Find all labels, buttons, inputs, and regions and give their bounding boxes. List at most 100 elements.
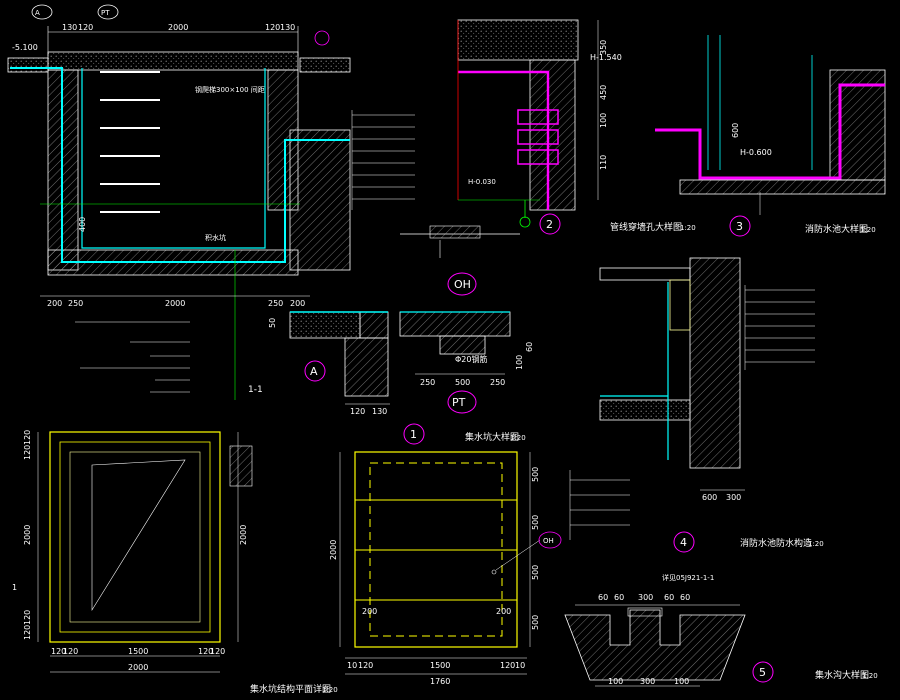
a-dim-130: 130 [372, 407, 387, 416]
d5-title: 集水沟大样图 [815, 669, 869, 681]
pl-dim-l2: 120 [23, 445, 32, 460]
pm-dim-in1: 200 [362, 607, 377, 616]
d5-dim-3: 300 [638, 593, 653, 602]
detail-5: 60 60 300 60 60 详见05J921-1-1 100 300 100… [564, 573, 878, 687]
dim-bottom-1: 200 [47, 299, 62, 308]
pl-scale: 1:20 [322, 686, 338, 694]
pl-dim-l5: 120 [23, 625, 32, 640]
pl-mark: 1 [12, 583, 17, 592]
d5-number: 5 [759, 666, 766, 679]
d5-dim-5: 60 [680, 593, 690, 602]
d5-dim-b1: 100 [608, 677, 623, 686]
section-1-1: 130 120 2000 120 130 -5.100 钢爬梯300×100 间… [7, 4, 415, 400]
pm-dim-b2: 120 [358, 661, 373, 670]
d5-dim-2: 60 [614, 593, 624, 602]
d5-dim-4: 60 [664, 593, 674, 602]
callout-a-tag: A [35, 9, 40, 17]
d2-dim-350: 350 [599, 40, 608, 55]
pt-dim-2: 500 [455, 378, 470, 387]
plan-left: 120 120 2000 120 120 2000 120 120 1500 1… [12, 430, 338, 695]
d2-scale: 1:20 [680, 224, 696, 232]
d4-dim-300: 300 [726, 493, 741, 502]
d1-scale: 1:20 [510, 434, 526, 442]
pm-dim-b3: 1500 [430, 661, 450, 670]
pm-dim-in2: 200 [496, 607, 511, 616]
pm-dim-b6: 1760 [430, 677, 450, 686]
d4-number: 4 [680, 536, 687, 549]
detail-pt: 250 500 250 100 60 Φ20钢筋 PT [399, 311, 534, 414]
section-label: 1-1 [248, 385, 263, 395]
a-dim-120: 120 [350, 407, 365, 416]
detail-2: 350 450 100 110 H-1.540 H-0.030 2 管线穿墙孔大… [457, 19, 696, 235]
plan-mid: OH 500 500 500 500 2000 200 200 10 120 1… [329, 451, 562, 686]
pl-dim-l3: 2000 [23, 525, 32, 545]
d2-dim-110: 110 [599, 155, 608, 170]
pl-dim-b4: 120 [198, 647, 213, 656]
detail-oh: OH [400, 225, 520, 296]
d4-scale: 1:20 [808, 540, 824, 548]
d5-scale: 1:20 [862, 672, 878, 680]
detail-4: 600 300 4 消防水池防水构造 1:20 [569, 257, 824, 553]
d4-title: 消防水池防水构造 [740, 537, 812, 549]
pm-dim-r3: 500 [531, 565, 540, 580]
d1-number: 1 [410, 428, 417, 441]
dim-400: 400 [78, 217, 87, 232]
pl-dim-b2: 120 [63, 647, 78, 656]
d2-elev: H-1.540 [590, 53, 622, 62]
dim-right-a: 120 [265, 23, 280, 32]
d1-title: 集水坑大样图 [465, 431, 519, 443]
pl-dim-b6: 2000 [128, 663, 148, 672]
d3-number: 3 [736, 220, 743, 233]
dim-right-b: 130 [280, 23, 295, 32]
a-label: A [310, 365, 318, 378]
dim-bottom-2: 250 [68, 299, 83, 308]
water-label: 积水坑 [205, 233, 226, 242]
oh-label: OH [454, 278, 471, 291]
dim-bottom-4: 250 [268, 299, 283, 308]
pl-dim-l4: 120 [23, 610, 32, 625]
d5-dim-b3: 100 [674, 677, 689, 686]
ladder-label: 钢爬梯300×100 间距 [195, 85, 265, 94]
d5-dim-b2: 300 [640, 677, 655, 686]
dim-bottom-5: 200 [290, 299, 305, 308]
pt-dim-1: 250 [420, 378, 435, 387]
pl-title: 集水坑结构平面详图 [250, 683, 331, 695]
elev-left: -5.100 [12, 43, 38, 52]
d3-elev: H-0.600 [740, 148, 772, 157]
d4-dim-600: 600 [702, 493, 717, 502]
dim-span-top: 2000 [168, 23, 188, 32]
dim-left-a: 130 [62, 23, 77, 32]
pt-rebar: Φ20钢筋 [455, 354, 487, 364]
a-dim-50: 50 [268, 318, 277, 328]
detail-a: 50 120 130 A [268, 311, 390, 416]
d3-scale: 1:20 [860, 226, 876, 234]
d2-dim-100: 100 [599, 113, 608, 128]
dim-left-b: 120 [78, 23, 93, 32]
pm-dim-r2: 500 [531, 515, 540, 530]
pt-dim-4: 100 [515, 355, 524, 370]
pm-callout-oh: OH [543, 537, 554, 545]
pm-dim-r4: 500 [531, 615, 540, 630]
pt-dim-5: 60 [525, 342, 534, 352]
pm-dim-b5: 10 [515, 661, 525, 670]
pm-dim-r1: 500 [531, 467, 540, 482]
pm-dim-b1: 10 [347, 661, 357, 670]
pm-dim-l1: 2000 [329, 540, 338, 560]
d5-ref: 详见05J921-1-1 [662, 573, 714, 582]
pt-dim-3: 250 [490, 378, 505, 387]
pm-dim-b4: 120 [500, 661, 515, 670]
detail-3: H-0.600 600 3 消防水池大样图 1:20 [655, 35, 886, 237]
pt-label: PT [452, 396, 466, 409]
d2-dim-450: 450 [599, 85, 608, 100]
d2-number: 2 [546, 218, 553, 231]
d3-dim: 600 [731, 123, 740, 138]
detail-1-mark: 1 集水坑大样图 1:20 [403, 423, 526, 445]
pl-dim-l1: 120 [23, 430, 32, 445]
d2-elev2: H-0.030 [468, 178, 496, 186]
pl-dim-b5: 120 [210, 647, 225, 656]
dim-bottom-3: 2000 [165, 299, 185, 308]
callout-pt-tag: PT [101, 9, 110, 17]
pl-dim-r1: 2000 [239, 525, 248, 545]
pl-dim-b1: 120 [51, 647, 66, 656]
